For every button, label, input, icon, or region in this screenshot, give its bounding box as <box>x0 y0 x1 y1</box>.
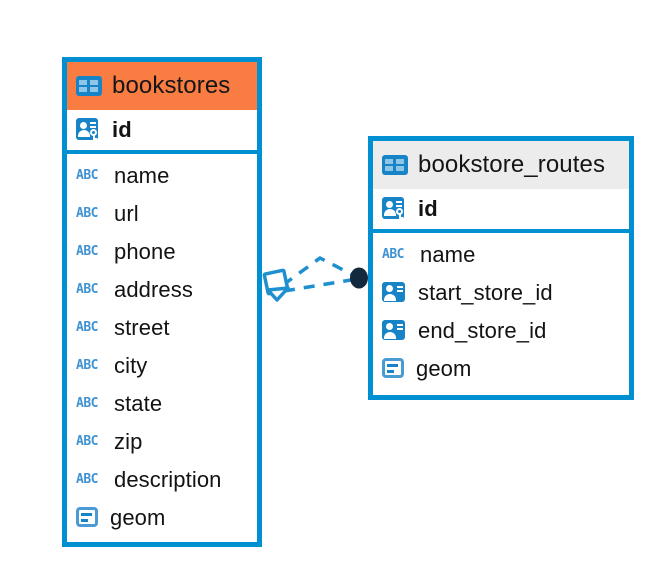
abc-icon: ABC <box>76 282 98 297</box>
field-row-state[interactable]: ABC state <box>67 385 257 423</box>
field-row-end-store-id[interactable]: end_store_id <box>373 312 629 350</box>
field-label: state <box>114 391 163 416</box>
field-label: geom <box>110 505 166 530</box>
field-row-start-store-id[interactable]: start_store_id <box>373 274 629 312</box>
foreign-key-icon <box>382 282 408 304</box>
field-label: description <box>114 467 222 492</box>
primary-key-icon <box>76 118 102 142</box>
field-row-geom[interactable]: geom <box>373 350 629 388</box>
field-label: address <box>114 277 193 302</box>
abc-icon: ABC <box>76 320 98 335</box>
entity-title: bookstore_routes <box>418 151 606 178</box>
field-row-zip[interactable]: ABC zip <box>67 423 257 461</box>
foreign-key-icon <box>382 320 408 342</box>
field-label: geom <box>416 356 472 381</box>
entity-header-bookstore-routes[interactable]: bookstore_routes <box>373 141 629 189</box>
field-row-id[interactable]: id <box>67 110 257 154</box>
field-label: street <box>114 315 170 340</box>
field-row-name[interactable]: ABC name <box>67 157 257 195</box>
field-row-url[interactable]: ABC url <box>67 195 257 233</box>
relationship-line-lower <box>283 277 358 293</box>
relation-source-marker <box>262 268 290 302</box>
geometry-icon <box>382 358 406 380</box>
field-label: name <box>420 242 476 267</box>
table-icon <box>382 155 408 175</box>
field-list-bookstores: ABC name ABC url ABC phone ABC address A… <box>67 154 257 537</box>
field-label: phone <box>114 239 176 264</box>
primary-key-icon <box>382 197 408 221</box>
abc-icon: ABC <box>76 434 98 449</box>
relationship-line-upper <box>281 255 358 287</box>
field-label: city <box>114 353 148 378</box>
field-label: url <box>114 201 139 226</box>
abc-icon: ABC <box>76 358 98 373</box>
abc-icon: ABC <box>76 396 98 411</box>
field-row-city[interactable]: ABC city <box>67 347 257 385</box>
field-label: zip <box>114 429 143 454</box>
field-row-name[interactable]: ABC name <box>373 236 629 274</box>
entity-header-bookstores[interactable]: bookstores <box>67 62 257 110</box>
field-row-geom[interactable]: geom <box>67 499 257 537</box>
field-label: name <box>114 163 170 188</box>
entity-title: bookstores <box>112 72 231 99</box>
field-label: start_store_id <box>418 280 553 305</box>
field-label: id <box>112 117 132 142</box>
field-label: id <box>418 196 438 221</box>
table-icon <box>76 76 102 96</box>
abc-icon: ABC <box>76 244 98 259</box>
geometry-icon <box>76 507 100 529</box>
field-row-street[interactable]: ABC street <box>67 309 257 347</box>
abc-icon: ABC <box>76 206 98 221</box>
field-list-bookstore-routes: ABC name start_store_id end_store_id geo… <box>373 233 629 388</box>
field-row-address[interactable]: ABC address <box>67 271 257 309</box>
field-row-id[interactable]: id <box>373 189 629 233</box>
field-label: end_store_id <box>418 318 547 343</box>
entity-bookstore-routes[interactable]: bookstore_routes id ABC name start_store… <box>368 136 634 400</box>
abc-icon: ABC <box>76 168 98 183</box>
field-row-phone[interactable]: ABC phone <box>67 233 257 271</box>
abc-icon: ABC <box>76 472 98 487</box>
entity-bookstores[interactable]: bookstores id ABC name ABC url ABC phone… <box>62 57 262 547</box>
field-row-description[interactable]: ABC description <box>67 461 257 499</box>
abc-icon: ABC <box>382 247 404 262</box>
relation-target-marker <box>350 267 368 289</box>
